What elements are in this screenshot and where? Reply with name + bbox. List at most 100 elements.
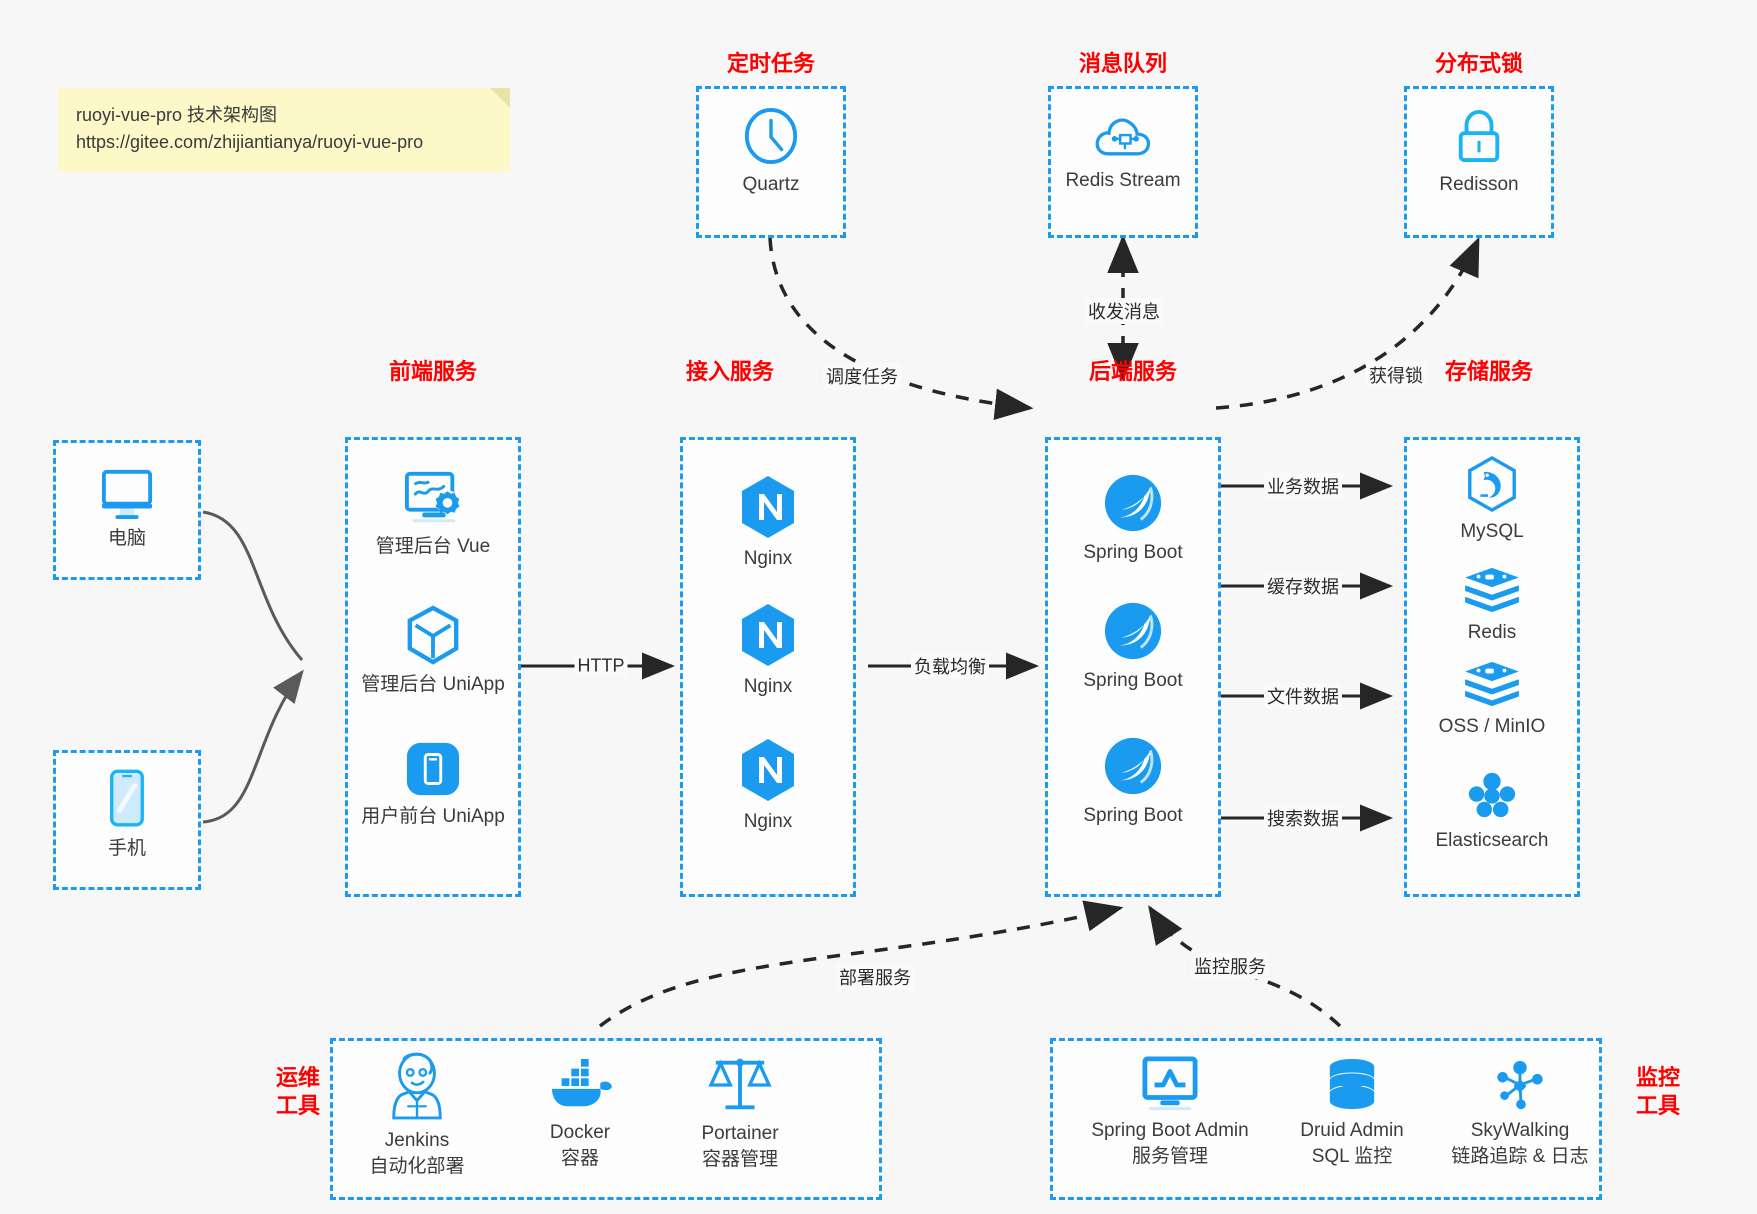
node-label: Jenkins [384, 1130, 450, 1151]
node-skywalking[interactable]: SkyWalking 链路追踪 & 日志 [1432, 1058, 1608, 1169]
node-oss-minio[interactable]: OSS / MinIO [1417, 660, 1567, 740]
desktop-monitor-icon [101, 469, 153, 520]
node-label: 用户前台 UniApp [361, 806, 505, 827]
edge-label-http: HTTP [574, 655, 628, 677]
node-redis-stream[interactable]: Redis Stream [1048, 110, 1198, 194]
node-quartz[interactable]: Quartz [696, 106, 846, 198]
group-title-devops: 运维 工具 [258, 1064, 338, 1119]
nginx-icon [742, 739, 794, 801]
node-sublabel: 服务管理 [1131, 1145, 1208, 1167]
node-sublabel: 容器管理 [701, 1148, 778, 1170]
cube-icon [407, 605, 459, 665]
redis-layers-icon [1465, 567, 1519, 613]
skywalking-icon [1497, 1060, 1543, 1110]
monitor-chart-icon [1142, 1056, 1198, 1111]
node-label: Spring Boot [1083, 670, 1183, 691]
oss-layers-icon [1465, 661, 1519, 707]
node-user-uniapp[interactable]: 用户前台 UniApp [358, 740, 508, 830]
group-title-mq: 消息队列 [1078, 51, 1167, 76]
nginx-icon [742, 476, 794, 538]
lock-icon [1458, 110, 1500, 163]
node-label: SkyWalking [1470, 1120, 1570, 1141]
spring-boot-icon [1104, 602, 1162, 660]
group-box-monitor [1050, 1038, 1602, 1200]
group-title-monitor: 监控 工具 [1618, 1064, 1698, 1119]
dashboard-settings-icon [404, 471, 460, 523]
mobile-phone-icon [110, 769, 144, 827]
edge-label-acquire-lock: 获得锁 [1366, 362, 1426, 388]
group-title-backend: 后端服务 [1088, 359, 1177, 384]
node-admin-uniapp[interactable]: 管理后台 UniApp [358, 604, 508, 698]
node-sublabel: 链路追踪 & 日志 [1451, 1145, 1589, 1167]
group-title-frontend: 前端服务 [388, 359, 477, 384]
node-label: Elasticsearch [1435, 830, 1549, 851]
note-title: ruoyi-vue-pro 技术架构图 [76, 105, 278, 125]
node-label: Redis Stream [1065, 170, 1181, 191]
node-label: Quartz [742, 174, 800, 195]
node-label: Druid Admin [1300, 1120, 1404, 1141]
group-title-storage: 存储服务 [1444, 359, 1533, 384]
group-title-gateway: 接入服务 [685, 359, 774, 384]
node-admin-vue[interactable]: 管理后台 Vue [358, 470, 508, 560]
diagram-note: ruoyi-vue-pro 技术架构图 https://gitee.com/zh… [58, 88, 510, 172]
mysql-icon [1468, 455, 1516, 513]
node-label: Docker [549, 1122, 611, 1143]
node-label: 管理后台 Vue [375, 536, 491, 557]
node-spring-boot-1[interactable]: Spring Boot [1058, 472, 1208, 566]
edge-label-cache-data: 缓存数据 [1264, 573, 1342, 599]
edge-label-schedule-task: 调度任务 [823, 363, 901, 389]
note-url: https://gitee.com/zhijiantianya/ruoyi-vu… [76, 132, 424, 152]
node-druid-admin[interactable]: Druid Admin SQL 监控 [1272, 1058, 1432, 1169]
group-title-devops-line1: 运维 [275, 1065, 320, 1090]
group-box-devops [330, 1038, 882, 1200]
edge-label-load-balance: 负载均衡 [911, 653, 989, 679]
node-spring-boot-admin[interactable]: Spring Boot Admin 服务管理 [1077, 1056, 1263, 1169]
spring-boot-icon [1104, 737, 1162, 795]
node-jenkins[interactable]: Jenkins 自动化部署 [342, 1050, 492, 1179]
nginx-icon [742, 604, 794, 666]
node-mobile[interactable]: 手机 [52, 768, 202, 862]
node-label: Spring Boot Admin [1091, 1120, 1249, 1141]
node-nginx-2[interactable]: Nginx [693, 602, 843, 700]
node-label: 管理后台 UniApp [361, 674, 505, 695]
node-redisson[interactable]: Redisson [1404, 108, 1554, 198]
node-desktop[interactable]: 电脑 [52, 468, 202, 552]
node-redis[interactable]: Redis [1417, 566, 1567, 646]
node-label: 手机 [107, 838, 146, 859]
group-title-lock: 分布式锁 [1434, 51, 1523, 76]
cloud-node-icon [1095, 118, 1151, 156]
group-title-monitor-line1: 监控 [1635, 1065, 1680, 1090]
node-label: Nginx [743, 548, 793, 569]
scales-icon [708, 1058, 772, 1110]
node-elasticsearch[interactable]: Elasticsearch [1417, 768, 1567, 854]
node-docker[interactable]: Docker 容器 [505, 1058, 655, 1171]
node-sublabel: 容器 [560, 1147, 599, 1169]
node-sublabel: SQL 监控 [1311, 1145, 1393, 1167]
group-title-devops-line2: 工具 [275, 1092, 320, 1118]
node-label: Spring Boot [1083, 542, 1183, 563]
node-nginx-1[interactable]: Nginx [693, 474, 843, 572]
node-label: Nginx [743, 811, 793, 832]
edge-label-business-data: 业务数据 [1264, 473, 1342, 499]
edge-label-deploy-service: 部署服务 [836, 964, 914, 990]
group-title-scheduler: 定时任务 [726, 51, 815, 76]
node-label: Redisson [1439, 174, 1519, 195]
jenkins-icon [392, 1052, 442, 1120]
node-label: OSS / MinIO [1438, 716, 1546, 737]
node-portainer[interactable]: Portainer 容器管理 [665, 1053, 815, 1172]
group-box-mq [1048, 86, 1198, 238]
edge-label-file-data: 文件数据 [1264, 683, 1342, 709]
node-spring-boot-3[interactable]: Spring Boot [1058, 735, 1208, 829]
clock-icon [744, 107, 798, 165]
node-sublabel: 自动化部署 [369, 1155, 465, 1177]
database-icon [1329, 1058, 1375, 1110]
app-square-icon [406, 742, 460, 796]
node-spring-boot-2[interactable]: Spring Boot [1058, 600, 1208, 694]
node-mysql[interactable]: MySQL [1417, 455, 1567, 545]
node-nginx-3[interactable]: Nginx [693, 737, 843, 835]
node-label: MySQL [1460, 521, 1524, 542]
node-label: Nginx [743, 676, 793, 697]
edge-label-monitor-service: 监控服务 [1191, 953, 1269, 979]
node-label: Portainer [701, 1123, 779, 1144]
